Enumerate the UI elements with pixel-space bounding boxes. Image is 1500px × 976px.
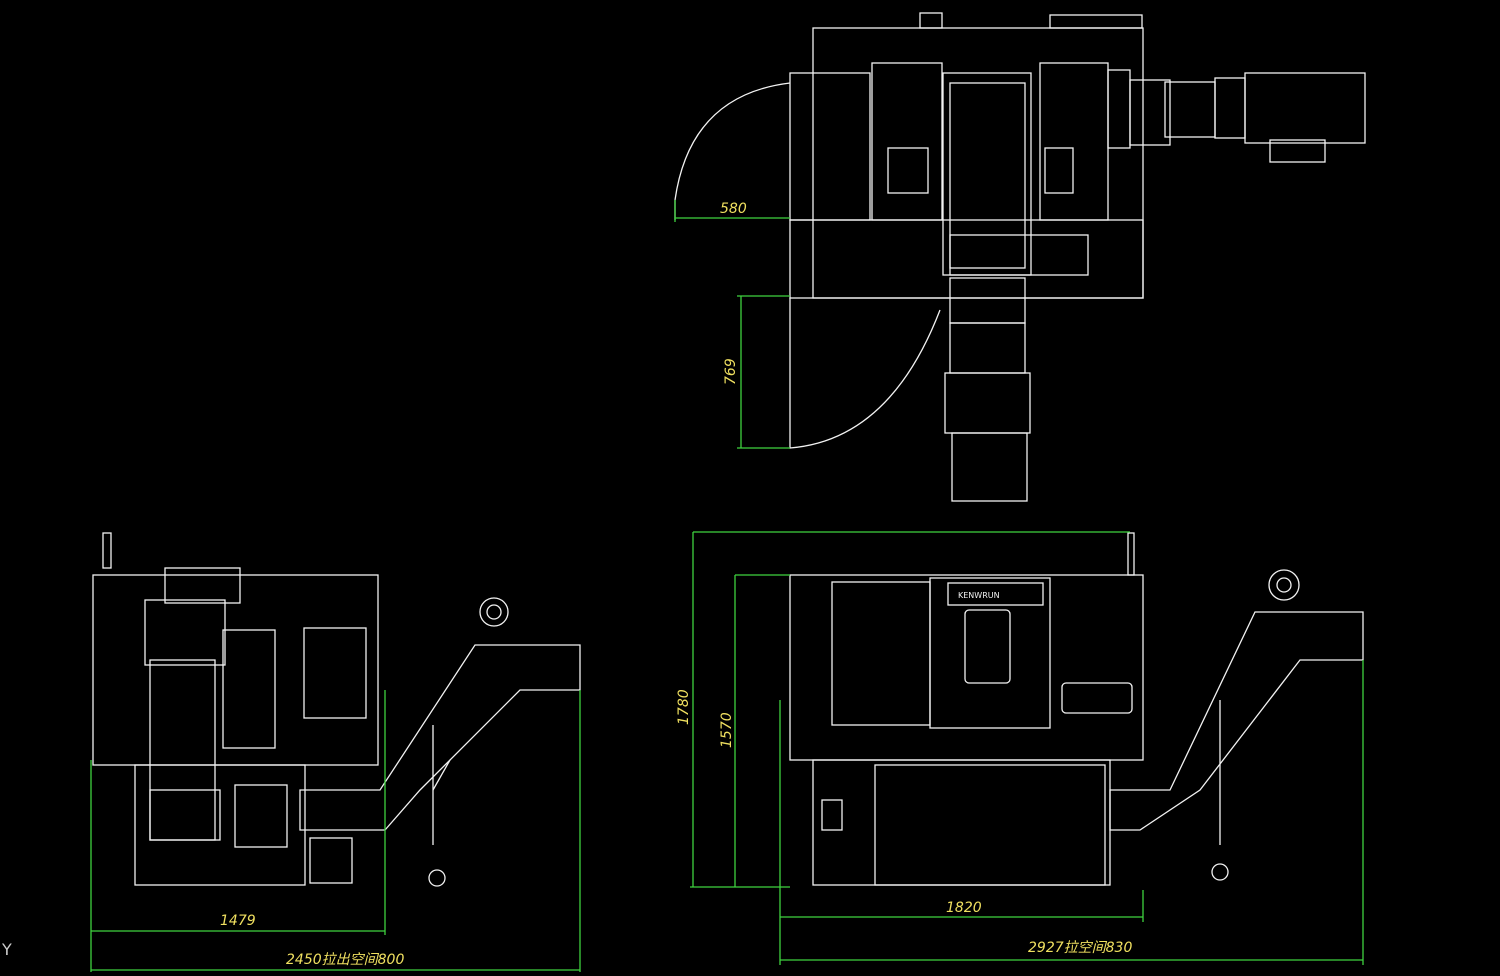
dim-1570: 1570 (719, 712, 735, 748)
front-view: KENWRUN 1780 1570 1820 2927拉空间830 (676, 531, 1364, 965)
top-view: 580 769 (674, 12, 1366, 502)
dim-580: 580 (720, 201, 747, 217)
dim-1820: 1820 (946, 900, 982, 916)
ucs-y-axis-label: Y (1, 940, 12, 959)
side-view: 1479 2450拉出空间800 (90, 532, 581, 972)
dim-1479: 1479 (220, 913, 256, 929)
dim-1780: 1780 (676, 689, 692, 725)
dim-769: 769 (723, 358, 739, 385)
dim-2450-pullout: 2450拉出空间800 (286, 952, 404, 968)
nameplate-text: KENWRUN (958, 591, 1000, 600)
dim-2927-clearance: 2927拉空间830 (1028, 940, 1132, 956)
